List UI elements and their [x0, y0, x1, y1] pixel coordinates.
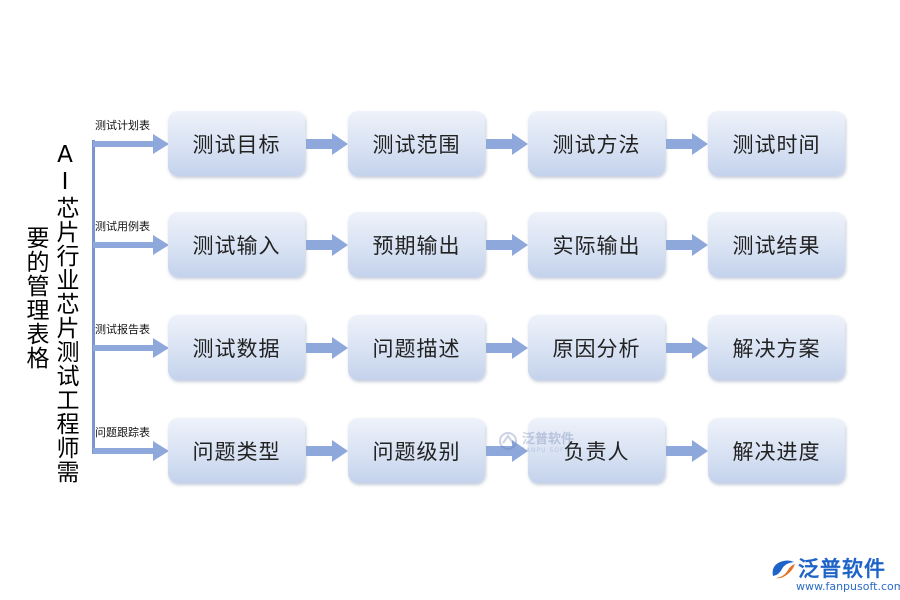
step-box: 原因分析 [528, 315, 665, 380]
row-label: 测试计划表 [95, 119, 150, 132]
step-arrow [486, 234, 528, 256]
step-box: 测试方法 [528, 111, 665, 176]
fanpu-logo-icon [772, 560, 795, 579]
step-arrow [666, 337, 708, 359]
row-label: 测试报告表 [95, 323, 150, 336]
watermark-logo-icon [499, 432, 517, 450]
step-box: 实际输出 [528, 212, 665, 277]
step-box: 测试结果 [708, 212, 845, 277]
watermark: 泛普软件 FANPU SOFT [498, 428, 574, 454]
diagram-title-line1: AI芯片行业芯片测试工程师需 [52, 142, 78, 484]
step-arrow [666, 440, 708, 462]
step-box: 问题描述 [348, 315, 485, 380]
step-box: 测试输入 [168, 212, 305, 277]
step-box: 问题级别 [348, 418, 485, 483]
step-arrow [666, 133, 708, 155]
row-arrow [93, 338, 169, 358]
row-arrow [93, 134, 169, 154]
step-box: 解决方案 [708, 315, 845, 380]
step-box: 问题类型 [168, 418, 305, 483]
step-arrow [306, 440, 348, 462]
row-arrow [93, 441, 169, 461]
row-label: 测试用例表 [95, 220, 150, 233]
step-arrow [306, 234, 348, 256]
step-box: 解决进度 [708, 418, 845, 483]
brand-url: www.fanpusoft.com [796, 580, 900, 593]
step-arrow [486, 337, 528, 359]
step-arrow [486, 133, 528, 155]
step-arrow [306, 133, 348, 155]
row-label: 问题跟踪表 [95, 426, 150, 439]
row-arrow [93, 235, 169, 255]
bracket-spine [92, 140, 95, 454]
step-box: 预期输出 [348, 212, 485, 277]
brand-name: 泛普软件 [798, 557, 886, 581]
step-box: 负责人 [528, 418, 665, 483]
step-arrow [486, 440, 528, 462]
diagram-title-line2: 要的管理表格 [22, 226, 48, 370]
step-box: 测试范围 [348, 111, 485, 176]
watermark-sub: FANPU SOFT [522, 447, 569, 454]
step-box: 测试数据 [168, 315, 305, 380]
watermark-name: 泛普软件 [522, 432, 575, 447]
step-box: 测试时间 [708, 111, 845, 176]
step-arrow [666, 234, 708, 256]
step-arrow [306, 337, 348, 359]
step-box: 测试目标 [168, 111, 305, 176]
